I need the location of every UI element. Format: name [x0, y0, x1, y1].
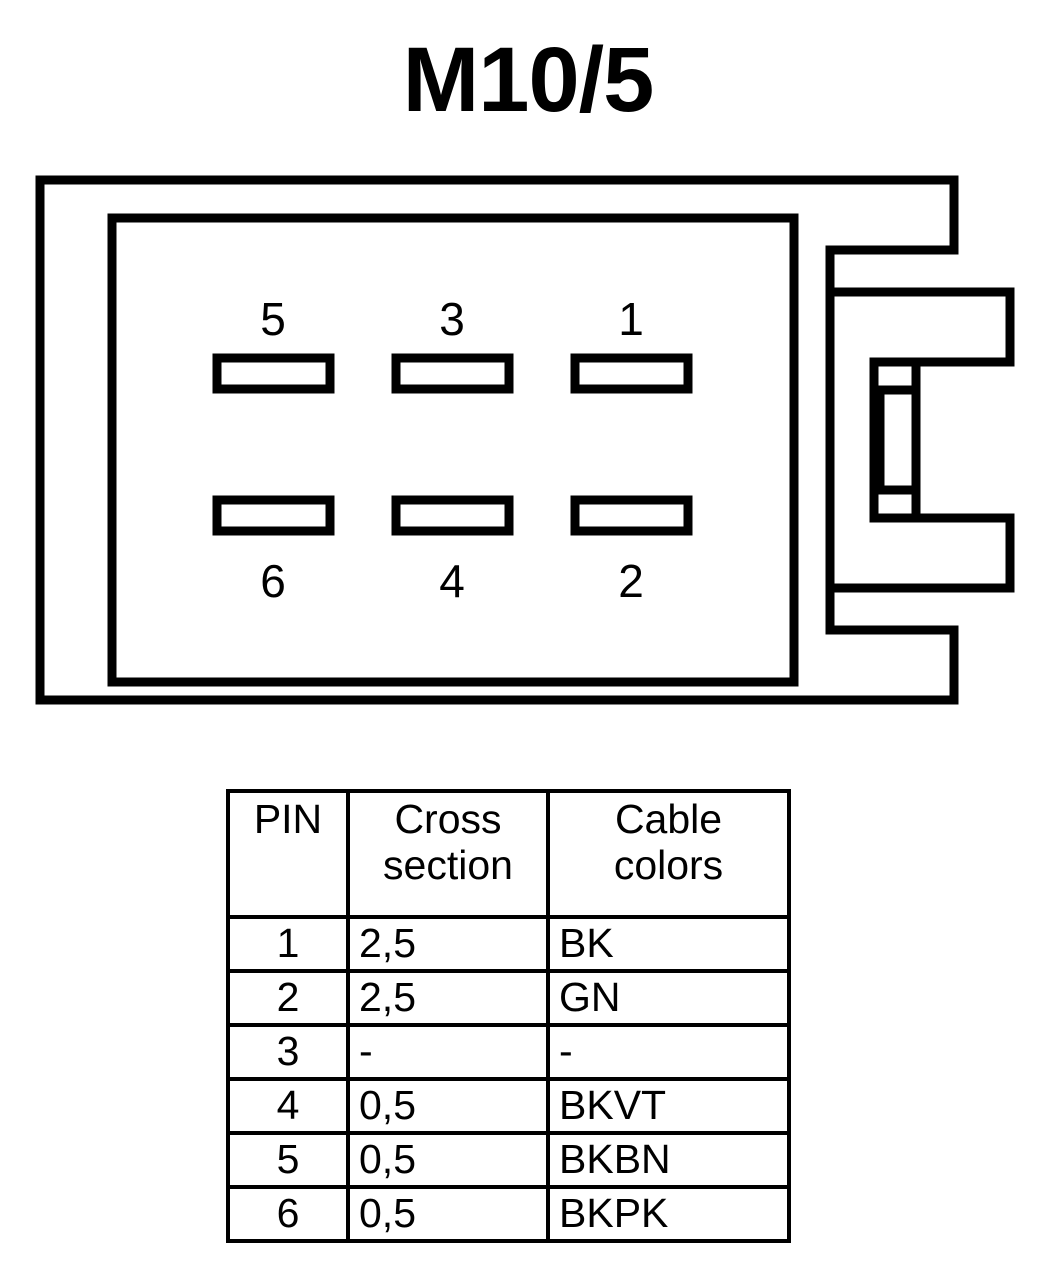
connector-inner-housing [107, 213, 799, 687]
pin-slot-1 [570, 353, 693, 394]
pin-slot-3 [391, 353, 514, 394]
cell-cross-section: 0,5 [346, 1077, 550, 1135]
table-row: 4 0,5 BKVT [226, 1077, 791, 1135]
cell-cable-colors: GN [546, 969, 791, 1027]
cell-cross-section: - [346, 1023, 550, 1081]
cell-pin: 5 [226, 1131, 350, 1189]
cell-cable-colors: BKVT [546, 1077, 791, 1135]
cell-cable-colors: BK [546, 915, 791, 973]
pin-number-3: 3 [439, 293, 465, 345]
page-title: M10/5 [402, 29, 655, 131]
column-header-color-line1: Cable [614, 796, 723, 842]
cell-pin: 2 [226, 969, 350, 1027]
cell-cable-colors: - [546, 1023, 791, 1081]
table-header-row: PIN Cross section Cable colors [226, 789, 791, 919]
cell-pin: 1 [226, 915, 350, 973]
pin-number-1: 1 [618, 293, 644, 345]
cell-cable-colors: BKBN [546, 1131, 791, 1189]
column-header-color-line2: colors [613, 841, 724, 888]
latch-inner-tongue [869, 357, 916, 523]
cell-pin: 6 [226, 1185, 350, 1243]
cell-cross-section: 0,5 [346, 1185, 550, 1243]
pin-slot-2 [570, 495, 693, 536]
connector-outer-shell [35, 175, 959, 705]
column-header-pin: PIN [226, 789, 350, 919]
cell-cross-section: 2,5 [346, 969, 550, 1027]
cell-cable-colors: BKPK [546, 1185, 791, 1243]
table-row: 1 2,5 BK [226, 915, 791, 973]
pin-slot-4 [391, 495, 514, 536]
column-header-cable-colors: Cable colors [546, 789, 791, 919]
latch-notch [875, 385, 921, 495]
pin-slot-6 [212, 495, 335, 536]
pin-assignment-table: PIN Cross section Cable colors 1 2,5 BK … [226, 789, 791, 1243]
cell-pin: 4 [226, 1077, 350, 1135]
table-row: 6 0,5 BKPK [226, 1185, 791, 1243]
pin-number-6: 6 [260, 555, 286, 607]
cell-cross-section: 2,5 [346, 915, 550, 973]
pin-number-4: 4 [439, 555, 465, 607]
column-header-cross-line1: Cross [394, 796, 502, 842]
cell-pin: 3 [226, 1023, 350, 1081]
column-header-cross-section: Cross section [346, 789, 550, 919]
connector-drawing: 5 3 1 6 4 2 [35, 175, 1015, 705]
cell-cross-section: 0,5 [346, 1131, 550, 1189]
column-header-cross-line2: section [383, 841, 513, 888]
table-row: 3 - - [226, 1023, 791, 1081]
pin-slot-5 [212, 353, 335, 394]
table-row: 2 2,5 GN [226, 969, 791, 1027]
table-row: 5 0,5 BKBN [226, 1131, 791, 1189]
pin-number-5: 5 [260, 293, 286, 345]
pin-number-2: 2 [618, 555, 644, 607]
connector-diagram: 5 3 1 6 4 2 [0, 160, 1056, 740]
